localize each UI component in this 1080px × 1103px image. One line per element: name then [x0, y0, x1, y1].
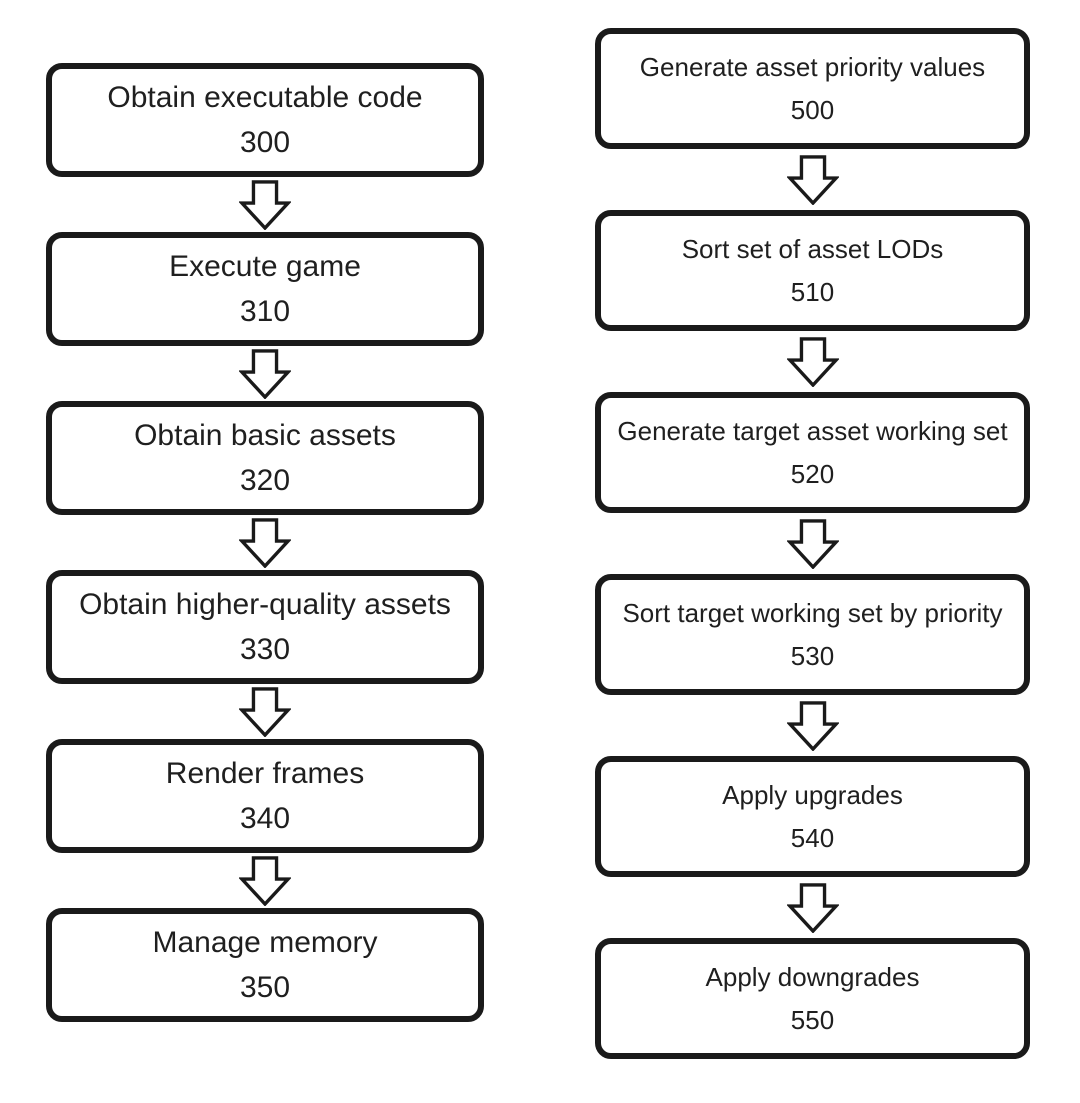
flow-step-300: Obtain executable code 300 [46, 63, 484, 177]
down-arrow-icon [46, 346, 484, 401]
step-number: 520 [790, 458, 835, 489]
step-label: Apply downgrades [705, 961, 920, 992]
flow-step-520: Generate target asset working set 520 [595, 392, 1030, 513]
flow-step-500: Generate asset priority values 500 [595, 28, 1030, 149]
step-number: 340 [239, 802, 291, 835]
step-label: Apply upgrades [722, 779, 903, 810]
down-arrow-icon [46, 177, 484, 232]
step-number: 530 [790, 640, 835, 671]
down-arrow-icon [46, 853, 484, 908]
flow-column-left: Obtain executable code 300 Execute game … [46, 63, 484, 1022]
flow-column-right: Generate asset priority values 500 Sort … [595, 28, 1030, 1059]
down-arrow-icon [595, 695, 1030, 756]
flow-step-530: Sort target working set by priority 530 [595, 574, 1030, 695]
down-arrow-icon [46, 515, 484, 570]
down-arrow-icon [46, 684, 484, 739]
step-number: 300 [239, 126, 291, 159]
flow-step-510: Sort set of asset LODs 510 [595, 210, 1030, 331]
step-number: 350 [239, 971, 291, 1004]
down-arrow-icon [595, 331, 1030, 392]
step-label: Obtain executable code [107, 81, 423, 114]
step-number: 550 [790, 1004, 835, 1035]
step-number: 540 [790, 822, 835, 853]
step-label: Execute game [169, 250, 361, 283]
step-number: 310 [239, 295, 291, 328]
step-label: Obtain higher-quality assets [79, 588, 451, 621]
step-number: 330 [239, 633, 291, 666]
flow-step-350: Manage memory 350 [46, 908, 484, 1022]
step-label: Sort set of asset LODs [681, 233, 944, 264]
flow-step-550: Apply downgrades 550 [595, 938, 1030, 1059]
flow-step-320: Obtain basic assets 320 [46, 401, 484, 515]
flow-step-540: Apply upgrades 540 [595, 756, 1030, 877]
step-label: Generate asset priority values [639, 51, 986, 82]
step-label: Sort target working set by priority [622, 597, 1003, 628]
flow-step-310: Execute game 310 [46, 232, 484, 346]
flow-step-330: Obtain higher-quality assets 330 [46, 570, 484, 684]
down-arrow-icon [595, 149, 1030, 210]
step-label: Obtain basic assets [134, 419, 396, 452]
down-arrow-icon [595, 513, 1030, 574]
step-label: Render frames [165, 757, 365, 790]
step-number: 500 [790, 94, 835, 125]
step-label: Generate target asset working set [617, 415, 1008, 446]
step-label: Manage memory [152, 926, 378, 959]
step-number: 320 [239, 464, 291, 497]
down-arrow-icon [595, 877, 1030, 938]
step-number: 510 [790, 276, 835, 307]
flow-step-340: Render frames 340 [46, 739, 484, 853]
